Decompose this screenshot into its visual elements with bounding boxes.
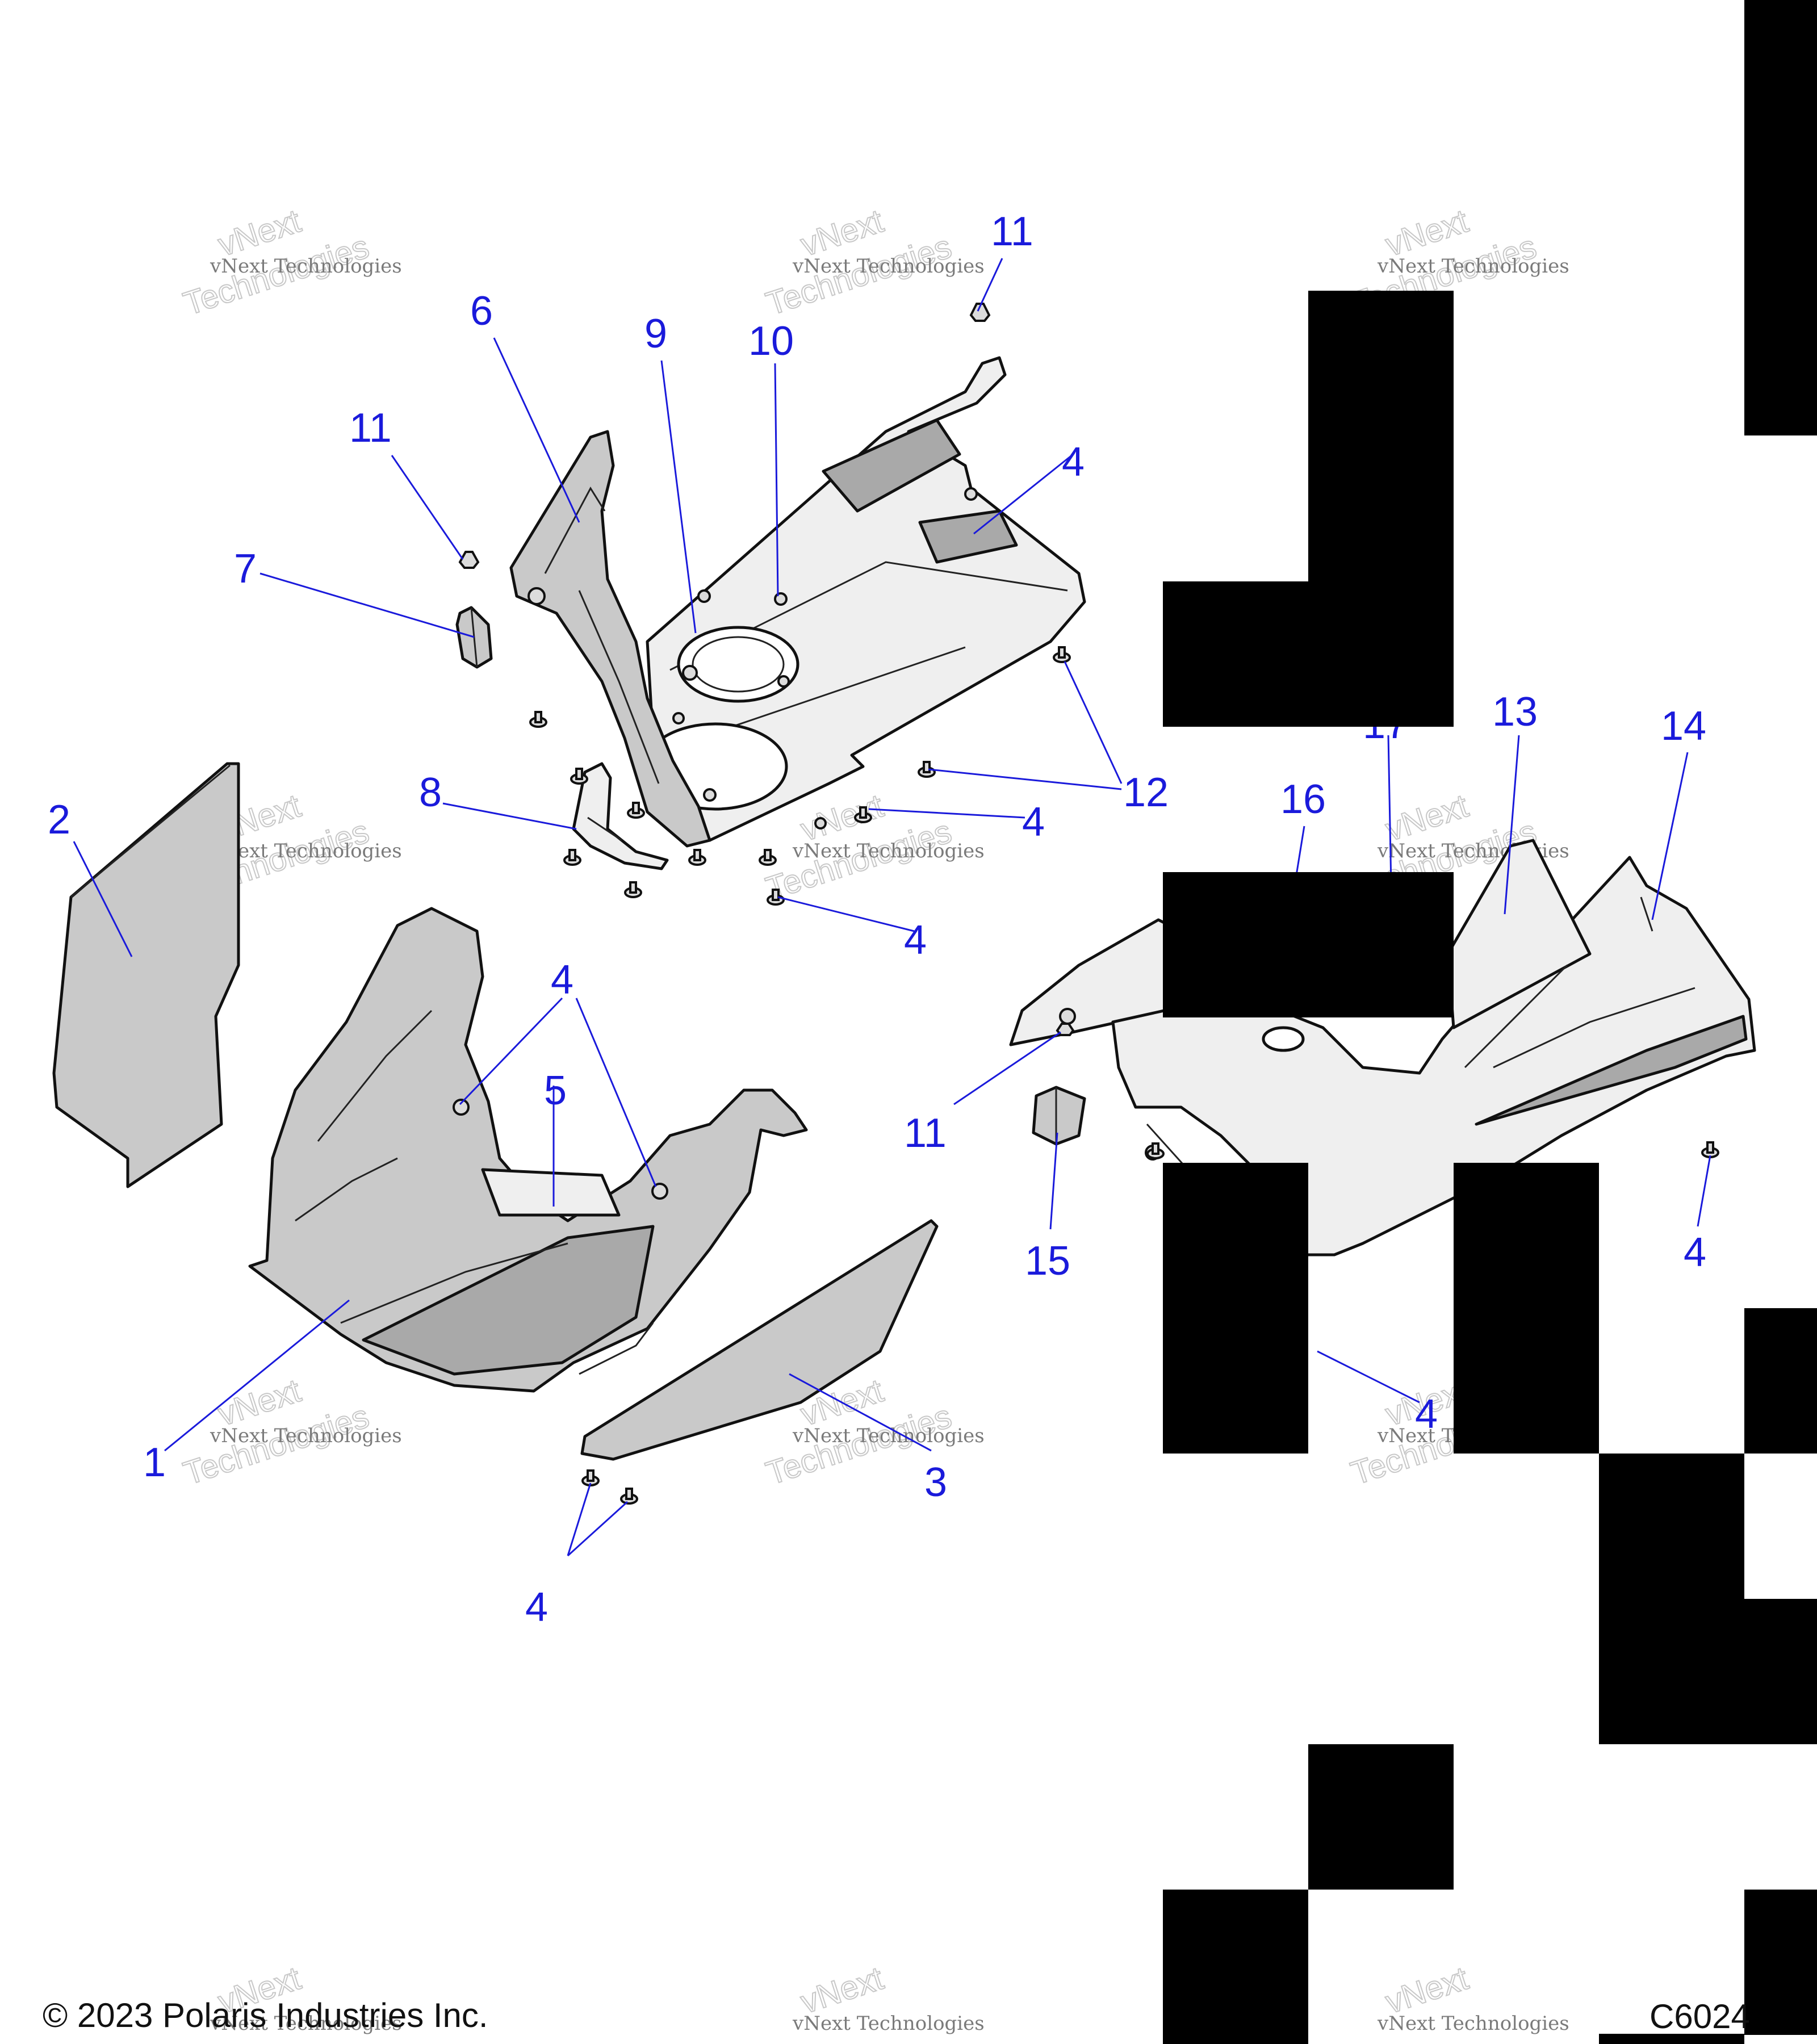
- callout-14: 14: [1661, 703, 1706, 749]
- part-2-left-side-panel: [52, 762, 240, 1188]
- part-7-pad: [455, 606, 493, 669]
- watermark: vNext Technologies vNext Technologies: [761, 786, 985, 908]
- svg-text:vNext Technologies: vNext Technologies: [792, 840, 985, 862]
- push-rivet-icon: [1056, 1023, 1075, 1036]
- redaction-block: [1163, 872, 1454, 1017]
- redaction-block: [1308, 1744, 1454, 1890]
- screw-icon: [918, 761, 936, 778]
- callout-2: 2: [48, 797, 70, 843]
- callout-16: 16: [1280, 777, 1326, 822]
- redaction-block: [1599, 2034, 1744, 2044]
- screw-icon: [854, 806, 872, 823]
- svg-text:vNext: vNext: [796, 1959, 887, 2021]
- svg-text:vNext Technologies: vNext Technologies: [210, 840, 402, 862]
- fasteners: [458, 303, 1719, 1505]
- svg-text:vNext Technologies: vNext Technologies: [210, 255, 402, 278]
- svg-text:vNext Technologies: vNext Technologies: [210, 2012, 402, 2035]
- footer: © 2023 Polaris Industries Inc. C6024: [43, 1996, 1750, 2035]
- callout-4-assembly-bottom: 4: [1415, 1392, 1438, 1437]
- screw-icon: [624, 881, 642, 898]
- svg-text:vNext Technologies: vNext Technologies: [1377, 255, 1569, 278]
- callout-4-skid-top: 4: [1062, 439, 1085, 485]
- redaction-block: [1163, 581, 1308, 727]
- push-rivet-icon: [969, 303, 991, 322]
- callout-5: 5: [544, 1068, 567, 1113]
- callout-1: 1: [143, 1440, 166, 1485]
- callout-10: 10: [748, 319, 794, 364]
- redaction-block: [1163, 1890, 1308, 2044]
- redaction-block: [1744, 1599, 1817, 1744]
- svg-text:vNext: vNext: [1381, 1959, 1472, 2021]
- callout-13: 13: [1492, 689, 1538, 735]
- screw-icon: [1053, 646, 1071, 663]
- watermark: vNext vNext Technologies: [1377, 1959, 1569, 2035]
- screw-icon: [581, 1469, 600, 1486]
- callout-6: 6: [470, 288, 493, 334]
- redaction-block: [1744, 0, 1817, 435]
- callout-4-bumper-bottom: 4: [525, 1585, 548, 1630]
- callout-4-assembly-right: 4: [1684, 1230, 1706, 1275]
- screw-icon: [1701, 1141, 1719, 1158]
- redaction-block: [1454, 1163, 1599, 1454]
- watermark: vNext Technologies vNext Technologies: [178, 202, 402, 323]
- callout-11-assembly: 11: [904, 1111, 947, 1156]
- figure-code: C6024: [1649, 1997, 1750, 2035]
- redaction-block: [1744, 1308, 1817, 1454]
- watermark: vNext Technologies vNext Technologies: [178, 1371, 402, 1493]
- callout-8: 8: [419, 770, 442, 815]
- svg-text:vNext Technologies: vNext Technologies: [792, 255, 985, 278]
- callout-7: 7: [234, 546, 257, 592]
- svg-text:vNext Technologies: vNext Technologies: [210, 1425, 402, 1447]
- screw-icon: [1146, 1142, 1165, 1159]
- redaction-block: [1599, 1454, 1744, 1744]
- callouts: 1 2 3 4 4 4 4 4 4 4 5 6 7 8 9 10 11 11 1…: [48, 209, 1706, 1630]
- callout-4-bumper-top: 4: [551, 957, 573, 1003]
- callout-11-top: 11: [991, 209, 1033, 254]
- redaction-block: [1163, 1163, 1308, 1454]
- svg-text:vNext Technologies: vNext Technologies: [1377, 2012, 1569, 2035]
- part-6-bracket: [509, 430, 711, 848]
- part-1-belly-pan: [248, 907, 808, 1393]
- callout-12: 12: [1123, 770, 1169, 815]
- leader-lines: [73, 258, 1711, 1557]
- callout-11-left: 11: [349, 405, 392, 451]
- svg-text:vNext Technologies: vNext Technologies: [792, 2012, 985, 2035]
- redaction-block: [1308, 291, 1454, 727]
- screw-icon: [563, 849, 581, 866]
- part-15-block: [1032, 1086, 1086, 1146]
- right-assembly: [1009, 839, 1756, 1256]
- screw-icon: [759, 849, 777, 866]
- callout-3: 3: [924, 1460, 947, 1505]
- part-8-mounting-bracket: [572, 762, 669, 870]
- screw-icon: [570, 768, 588, 785]
- copyright-text: © 2023 Polaris Industries Inc.: [43, 1996, 488, 2034]
- screw-icon: [620, 1488, 638, 1505]
- push-rivet-icon: [458, 551, 480, 569]
- watermark: vNext vNext Technologies: [792, 1959, 985, 2035]
- callout-9: 9: [644, 311, 667, 357]
- callout-4-skid-lower: 4: [904, 918, 927, 963]
- screw-icon: [627, 802, 645, 819]
- callout-15: 15: [1025, 1238, 1070, 1284]
- watermark: vNext Technologies vNext Technologies: [761, 202, 985, 323]
- part-9-skid-plate: [643, 356, 1086, 842]
- screw-icon: [529, 711, 547, 728]
- part-3-right-side-panel: [580, 1219, 939, 1461]
- screw-icon: [688, 849, 706, 866]
- callout-4-skid-right: 4: [1022, 799, 1045, 845]
- redaction-blocks: [1163, 0, 1817, 2044]
- redaction-block: [1744, 1890, 1817, 2035]
